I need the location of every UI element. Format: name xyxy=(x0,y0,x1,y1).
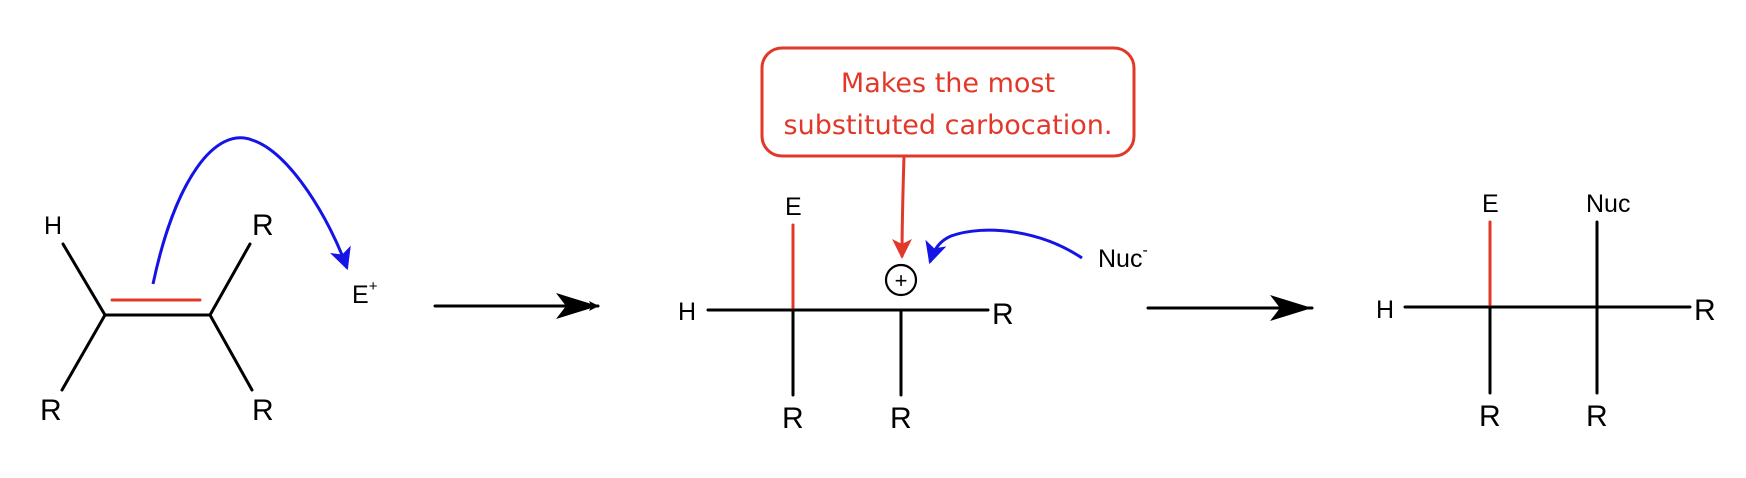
atom-r-top-right: R xyxy=(252,209,274,242)
callout-box xyxy=(760,46,1136,158)
electrophile: E+ xyxy=(352,278,378,309)
atom-e: E xyxy=(1482,190,1499,218)
bond-c2-r-top xyxy=(208,242,252,317)
bond-c2-r-bottom xyxy=(208,313,254,392)
carbocation-charge-icon: + xyxy=(884,263,918,297)
atom-e: E xyxy=(785,193,802,221)
reaction-arrow-1-head xyxy=(556,293,598,319)
nucleophile: Nuc- xyxy=(1098,242,1148,273)
atom-h: H xyxy=(678,298,696,326)
callout-line-2: substituted carbocation. xyxy=(784,110,1113,141)
svg-text:+: + xyxy=(895,268,908,293)
atom-r-right: R xyxy=(1694,294,1716,327)
atom-r-bottom-right: R xyxy=(1586,400,1608,433)
atom-r-bottom-left: R xyxy=(1479,400,1501,433)
pi-bond-to-electrophile-arrow xyxy=(151,136,351,285)
intermediate-carbocation: H E R R R + Nuc- xyxy=(678,193,1148,435)
atom-h: H xyxy=(1376,296,1394,324)
atom-r-bottom-right: R xyxy=(252,394,274,427)
atom-h: H xyxy=(44,212,62,240)
atom-nuc: Nuc xyxy=(1586,190,1630,218)
nucleophile-attack-arrow xyxy=(925,228,1083,265)
callout-line-1: Makes the most xyxy=(841,68,1055,99)
reactant-alkene: H R R R E+ xyxy=(40,136,378,427)
bond-c1-r xyxy=(60,313,107,392)
product: H E Nuc R R R xyxy=(1376,190,1716,433)
atom-r-bottom-left: R xyxy=(40,394,62,427)
callout: Makes the most substituted carbocation. xyxy=(760,46,1136,259)
bond-c1-h xyxy=(61,242,107,317)
reaction-arrow-2-head xyxy=(1270,295,1312,321)
atom-r-bottom-left: R xyxy=(782,402,804,435)
atom-r-right: R xyxy=(992,298,1014,331)
callout-pointer-arrow xyxy=(892,155,913,259)
atom-r-bottom-right: R xyxy=(890,402,912,435)
